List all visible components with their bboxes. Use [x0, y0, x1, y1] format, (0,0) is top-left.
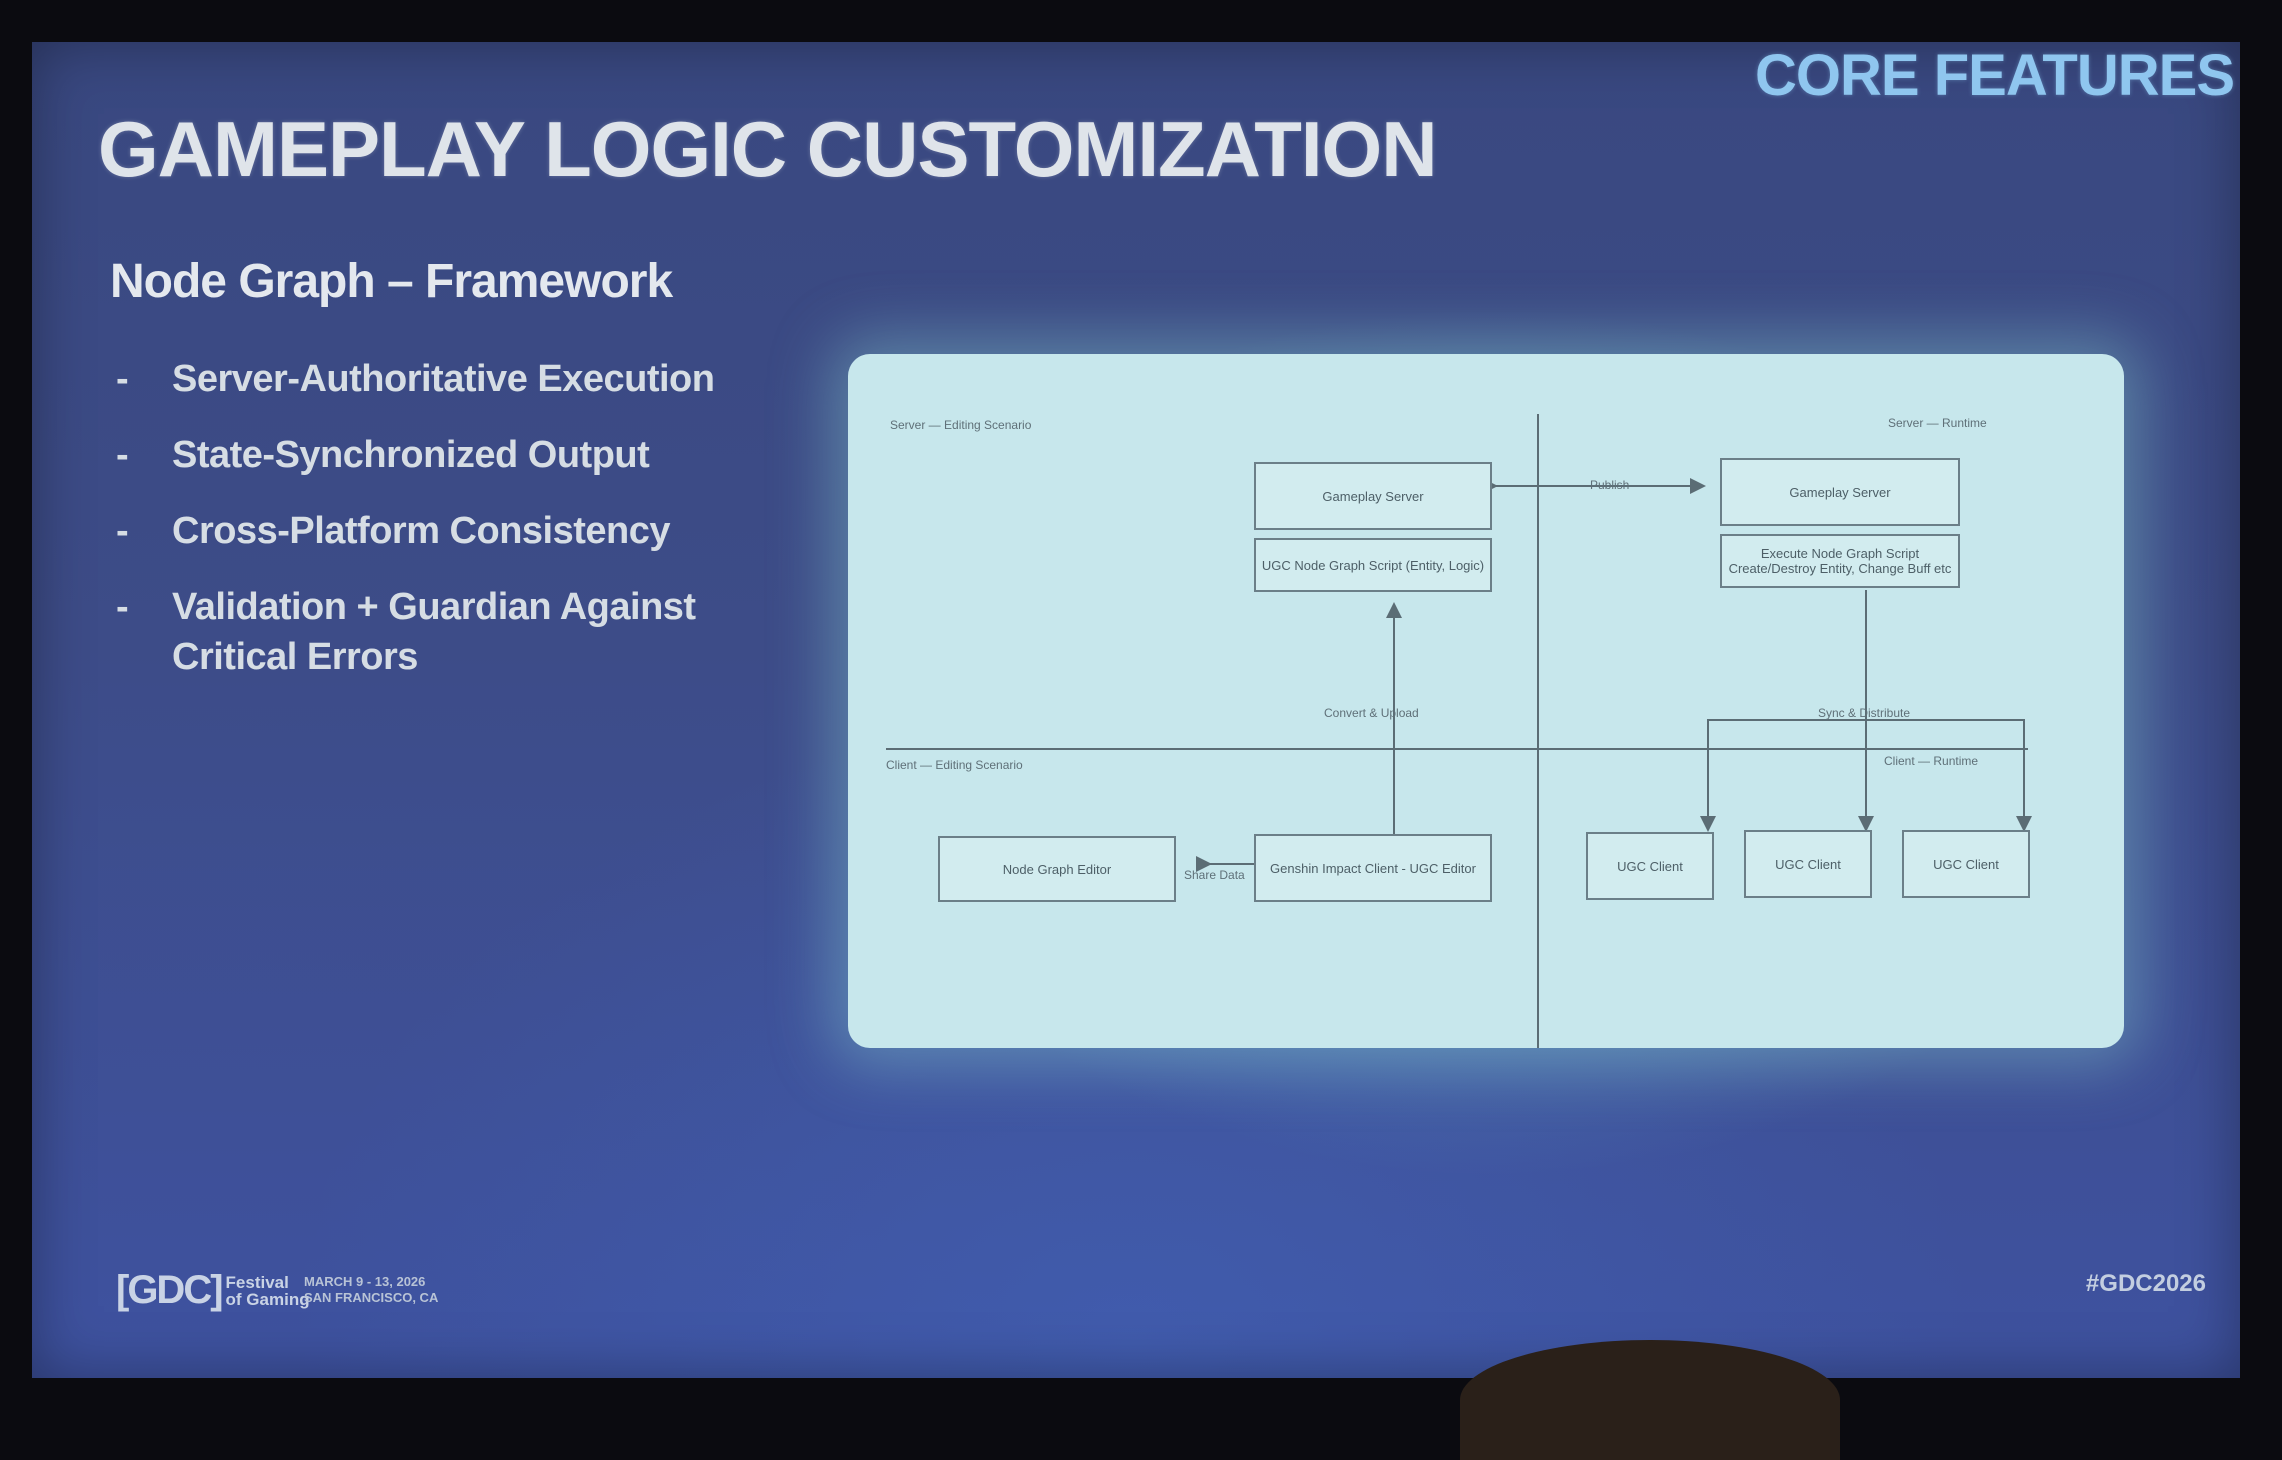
bullet-item: - Cross-Platform Consistency: [116, 506, 716, 556]
bullet-text: Validation + Guardian Against Critical E…: [172, 586, 696, 678]
section-tag: CORE FEATURES: [1755, 43, 2235, 108]
quadrant-label: Server — Editing Scenario: [890, 418, 1032, 432]
node-box: UGC Client: [1744, 830, 1872, 898]
event-location: SAN FRANCISCO, CA: [304, 1290, 439, 1305]
logo-line: Festival: [225, 1272, 289, 1292]
bullet-item: - State-Synchronized Output: [116, 430, 716, 480]
node-box: UGC Node Graph Script (Entity, Logic): [1254, 538, 1492, 592]
presentation-slide: CORE FEATURES GAMEPLAY LOGIC CUSTOMIZATI…: [32, 42, 2240, 1378]
node-box: Gameplay Server: [1720, 458, 1960, 526]
bullet-text: State-Synchronized Output: [172, 434, 650, 476]
slide-title: GAMEPLAY LOGIC CUSTOMIZATION: [98, 105, 1438, 193]
bullet-dash: -: [116, 510, 129, 552]
bullet-item: - Validation + Guardian Against Critical …: [116, 582, 716, 682]
node-box: Execute Node Graph Script Create/Destroy…: [1720, 534, 1960, 588]
gdc-logo-mark: [GDC]: [116, 1268, 224, 1312]
node-box: Node Graph Editor: [938, 836, 1176, 902]
bullet-text: Server-Authoritative Execution: [172, 358, 715, 400]
edge-label: Publish: [1590, 478, 1630, 492]
logo-line: of Gaming: [225, 1289, 310, 1309]
gdc-logo-text: Festival of Gaming: [226, 1274, 310, 1308]
bullet-text: Cross-Platform Consistency: [172, 510, 671, 552]
gdc-logo: [GDC] Festival of Gaming: [116, 1268, 310, 1313]
diagram-connectors: [886, 414, 2032, 1048]
architecture-diagram: Server — Editing Scenario Server — Runti…: [848, 354, 2124, 1048]
quadrant-label: Server — Runtime: [1888, 416, 1987, 430]
bullet-list: - Server-Authoritative Execution - State-S…: [116, 354, 716, 708]
slide-subtitle: Node Graph – Framework: [110, 255, 673, 308]
node-box: UGC Client: [1902, 830, 2030, 898]
edge-label: Convert & Upload: [1324, 706, 1419, 720]
event-hashtag: #GDC2026: [2085, 1270, 2206, 1297]
distribute-arrow-left: [1700, 719, 1866, 832]
event-dates: MARCH 9 - 13, 2026: [304, 1274, 426, 1289]
node-box: Gameplay Server: [1254, 462, 1492, 530]
audience-head-silhouette: [1460, 1340, 1840, 1460]
bullet-item: - Server-Authoritative Execution: [116, 354, 716, 404]
node-box: Genshin Impact Client - UGC Editor: [1254, 834, 1492, 902]
edge-label: Share Data: [1184, 868, 1245, 882]
node-box: UGC Client: [1586, 832, 1714, 900]
edge-label: Sync & Distribute: [1818, 706, 1911, 720]
quadrant-label: Client — Runtime: [1884, 754, 1979, 768]
bullet-dash: -: [116, 434, 129, 476]
event-info: MARCH 9 - 13, 2026 SAN FRANCISCO, CA: [304, 1274, 438, 1306]
distribute-arrow-right: [1866, 719, 2032, 832]
bullet-dash: -: [116, 586, 129, 628]
quadrant-label: Client — Editing Scenario: [886, 758, 1023, 772]
bullet-dash: -: [116, 358, 129, 400]
